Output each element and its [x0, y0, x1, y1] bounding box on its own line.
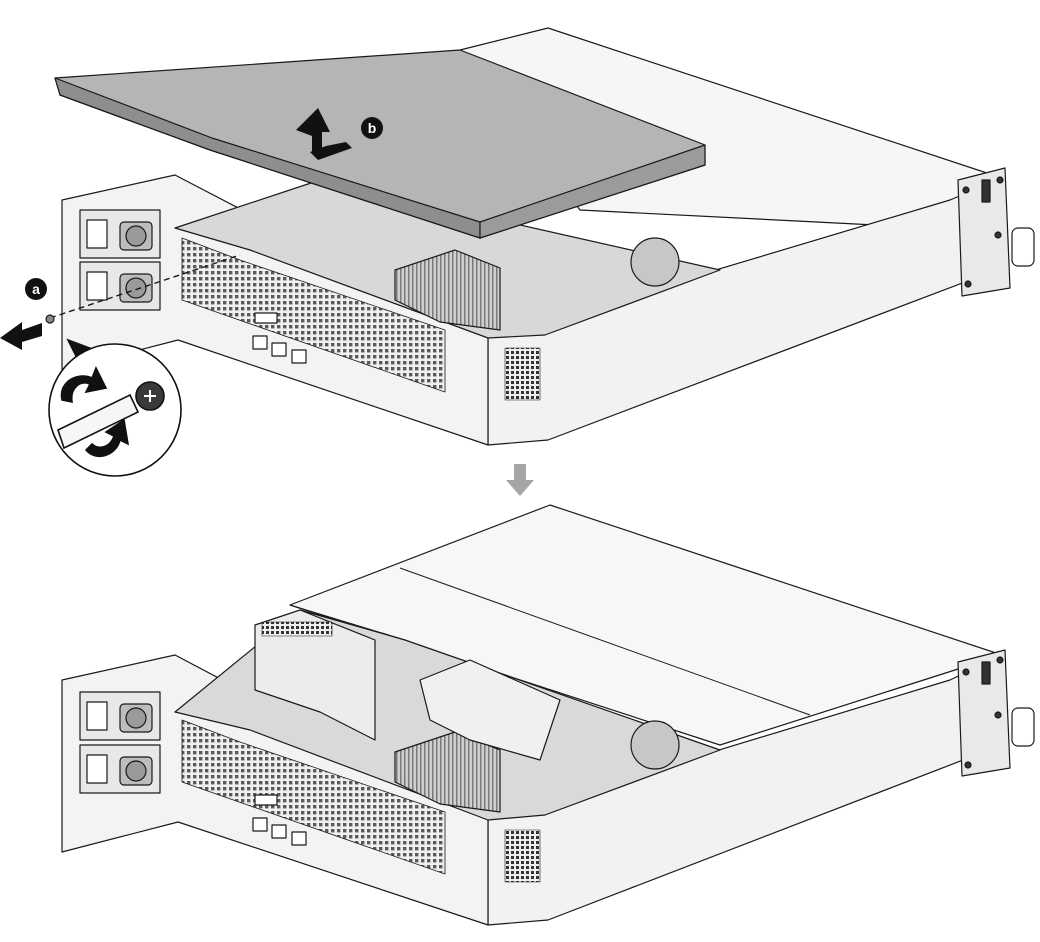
step-label-b: b [368, 120, 377, 136]
side-vent [504, 347, 541, 401]
power-supply-1-closed [79, 691, 161, 741]
rear-mesh-grille [181, 237, 446, 393]
arrow-down-icon [506, 464, 534, 496]
cooling-fan [630, 237, 680, 287]
nas-top-view [45, 27, 1035, 446]
screw-icon [45, 314, 55, 324]
rotate-counterclockwise-icon [60, 366, 130, 458]
power-supply-2 [79, 261, 161, 311]
arrow-left-icon [0, 322, 42, 350]
screwdriver-icon [57, 393, 140, 450]
step-label-a: a [32, 281, 40, 297]
cooling-fan-closed [630, 720, 680, 770]
psu-cage [254, 609, 376, 741]
screw-head-icon [135, 381, 165, 411]
side-vent-closed [504, 829, 541, 883]
step-badge-b: b [361, 117, 383, 139]
psu-vent [261, 621, 333, 637]
cpu-heatsink [394, 249, 501, 331]
lan-ports [252, 312, 307, 364]
rear-mesh-grille-closed [181, 719, 446, 875]
arrow-lift-icon [296, 108, 352, 160]
power-supply-2-closed [79, 744, 161, 794]
rack-ear-right [957, 167, 1035, 297]
step-badge-a: a [25, 278, 47, 300]
air-shroud [419, 659, 561, 761]
nas-bottom-view [61, 504, 1035, 926]
power-supply-1 [79, 209, 161, 259]
screwdriver-callout [48, 338, 182, 477]
screw-removal-path [49, 254, 241, 319]
rack-ear-right-closed [957, 649, 1035, 777]
top-cover-lifted [54, 49, 706, 239]
lan-ports-closed [252, 794, 307, 846]
